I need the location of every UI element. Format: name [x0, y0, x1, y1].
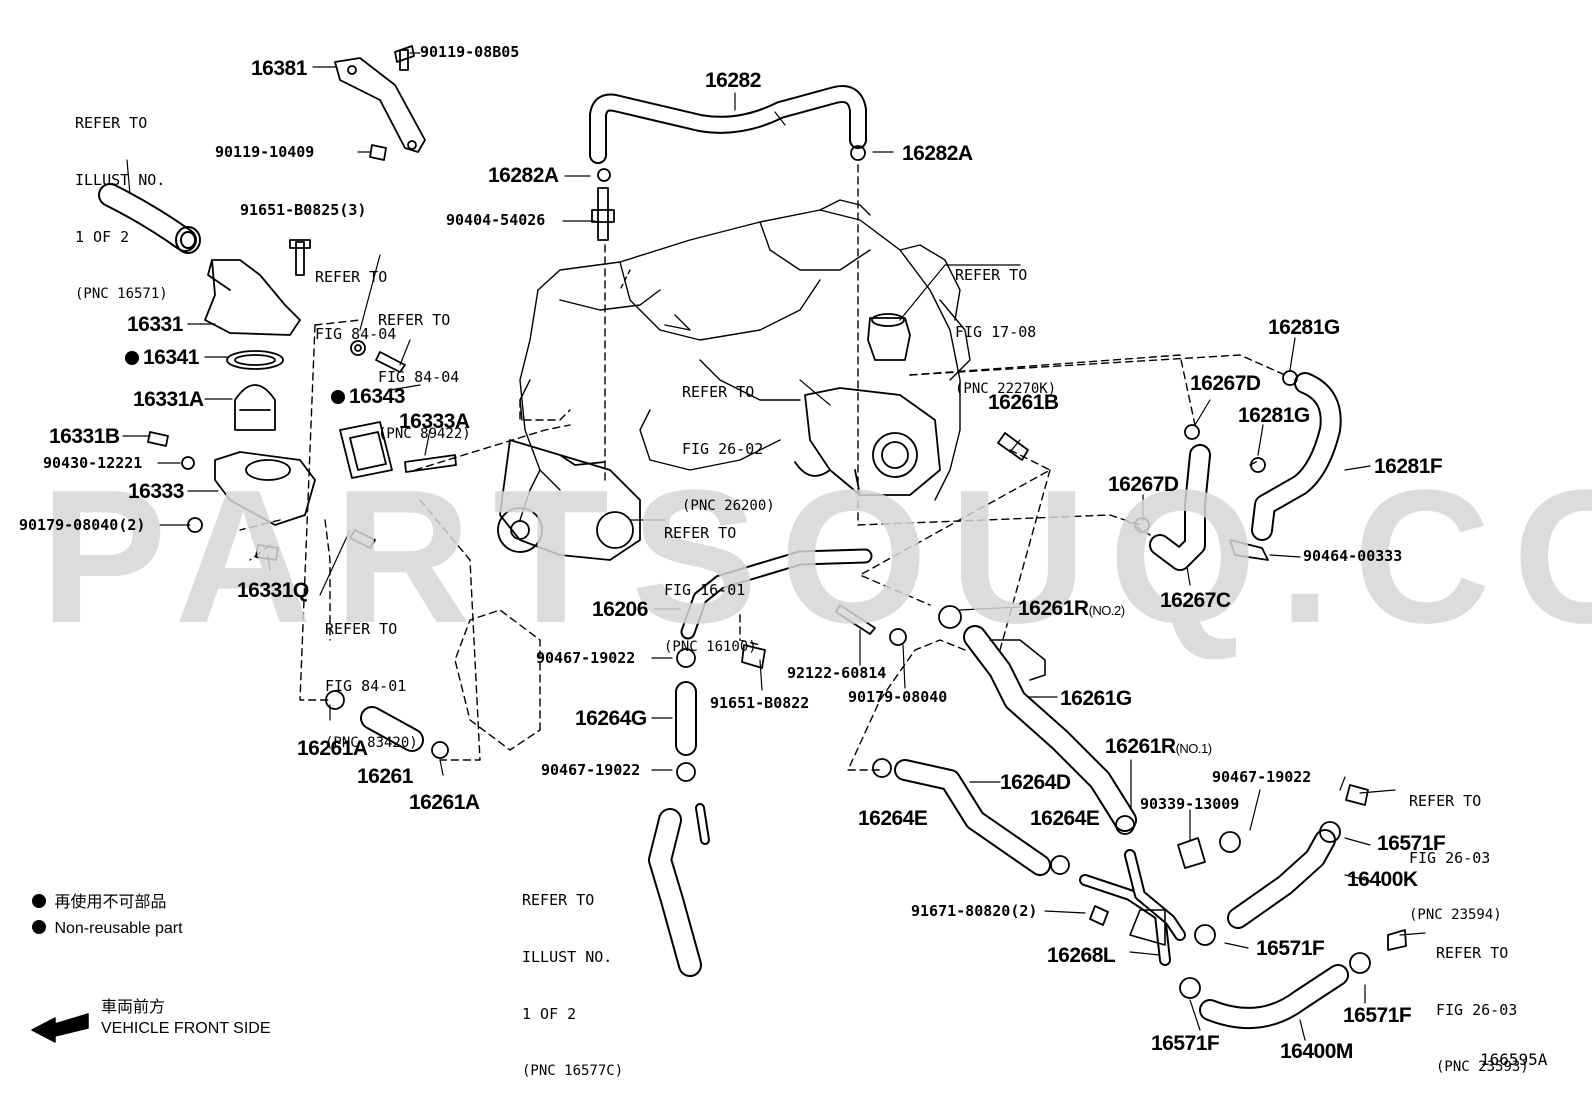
engine-outline	[519, 199, 971, 521]
dashed-leaders	[239, 164, 1286, 771]
part-label-16264e-left[interactable]: 16264E	[858, 807, 928, 830]
part-label-91651-b0822[interactable]: 91651-B0822	[710, 694, 810, 712]
refer-note-fig-26-03-b[interactable]: REFER TO FIG 26-03 (PNC 23593)	[1436, 944, 1529, 1075]
part-label-16268l[interactable]: 16268L	[1047, 944, 1116, 967]
part-label-16264d[interactable]: 16264D	[1000, 771, 1071, 794]
part-label-16343[interactable]: 16343	[331, 386, 405, 407]
part-label-16281g-top[interactable]: 16281G	[1268, 316, 1340, 339]
direction-label-en: VEHICLE FRONT SIDE	[101, 1020, 271, 1037]
part-label-90430-12221[interactable]: 90430-12221	[43, 454, 143, 472]
watermark-text: PARTSOUQ.COM	[40, 451, 1592, 663]
part-label-16281g-mid[interactable]: 16281G	[1238, 404, 1310, 427]
part-label-92122-60814[interactable]: 92122-60814	[787, 664, 887, 682]
part-label-16333a[interactable]: 16333A	[399, 410, 470, 433]
part-label-16331q[interactable]: 16331Q	[237, 579, 309, 602]
part-label-90119-10409[interactable]: 90119-10409	[215, 143, 315, 161]
part-label-16282a-right[interactable]: 16282A	[902, 142, 973, 165]
part-label-16400k[interactable]: 16400K	[1347, 868, 1418, 891]
figure-code: 166595A	[1480, 1050, 1548, 1069]
part-label-16571f-b[interactable]: 16571F	[1256, 937, 1325, 960]
part-label-90119-08b05[interactable]: 90119-08B05	[420, 43, 520, 61]
part-label-16267d-mid[interactable]: 16267D	[1108, 473, 1179, 496]
part-label-16261[interactable]: 16261	[357, 765, 413, 788]
part-label-90179-08040-2[interactable]: 90179-08040(2)	[19, 516, 146, 534]
non-reusable-dot-icon	[331, 390, 345, 404]
refer-note-fig-26-03-a[interactable]: REFER TO FIG 26-03 (PNC 23594)	[1409, 792, 1502, 923]
part-label-16331[interactable]: 16331	[127, 313, 183, 336]
part-label-16571f-a[interactable]: 16571F	[1377, 832, 1446, 855]
part-label-16261g[interactable]: 16261G	[1060, 687, 1132, 710]
refer-note-fig-84-04-b[interactable]: REFER TO FIG 84-04 (PNC 89422)	[378, 311, 471, 442]
part-label-16282a-left[interactable]: 16282A	[488, 164, 559, 187]
part-label-90467-19022-a[interactable]: 90467-19022	[536, 649, 636, 667]
part-label-16341[interactable]: 16341	[125, 347, 199, 368]
part-label-16267c[interactable]: 16267C	[1160, 589, 1231, 612]
refer-note-fig-84-04-a[interactable]: REFER TO FIG 84-04	[315, 268, 397, 343]
refer-note-fig-84-01[interactable]: REFER TO FIG 84-01 (PNC 83420)	[325, 620, 418, 751]
non-reusable-dot-icon	[32, 894, 46, 908]
part-label-16264g[interactable]: 16264G	[575, 707, 647, 730]
part-label-90467-19022-c[interactable]: 90467-19022	[1212, 768, 1312, 786]
legend-non-reusable-en: Non-reusable part	[32, 920, 183, 937]
part-label-16261a-right[interactable]: 16261A	[409, 791, 480, 814]
direction-label-jp: 車両前方	[101, 999, 166, 1016]
part-label-16571f-d[interactable]: 16571F	[1151, 1032, 1220, 1055]
part-label-16282[interactable]: 16282	[705, 69, 761, 92]
part-label-16261r-no1[interactable]: 16261R(NO.1)	[1105, 735, 1212, 758]
non-reusable-dot-icon	[32, 920, 46, 934]
refer-note-illust-1of2-top[interactable]: REFER TO ILLUST NO. 1 OF 2 (PNC 16571)	[75, 114, 168, 302]
part-label-90464-00333[interactable]: 90464-00333	[1303, 547, 1403, 565]
part-label-16333[interactable]: 16333	[128, 480, 184, 503]
part-label-16571f-c[interactable]: 16571F	[1343, 1004, 1412, 1027]
non-reusable-dot-icon	[125, 351, 139, 365]
part-label-90404-54026[interactable]: 90404-54026	[446, 211, 546, 229]
part-label-16281f[interactable]: 16281F	[1374, 455, 1443, 478]
part-label-16261a-left[interactable]: 16261A	[297, 737, 368, 760]
part-label-16331a[interactable]: 16331A	[133, 388, 204, 411]
legend-non-reusable-jp: 再使用不可部品	[32, 894, 166, 911]
part-label-16261r-no2[interactable]: 16261R(NO.2)	[1018, 597, 1125, 620]
part-label-16206[interactable]: 16206	[592, 598, 648, 621]
part-label-90339-13009[interactable]: 90339-13009	[1140, 795, 1240, 813]
refer-note-illust-1of2-bottom[interactable]: REFER TO ILLUST NO. 1 OF 2 (PNC 16577C)	[522, 891, 624, 1079]
small-parts	[147, 45, 1407, 999]
leader-lines	[122, 52, 1426, 1041]
part-label-16264e-right[interactable]: 16264E	[1030, 807, 1100, 830]
part-label-16331b[interactable]: 16331B	[49, 425, 120, 448]
part-label-90179-08040[interactable]: 90179-08040	[848, 688, 948, 706]
refer-note-fig-17-08[interactable]: REFER TO FIG 17-08 (PNC 22270K)	[955, 266, 1057, 397]
part-label-91651-b0825-3[interactable]: 91651-B0825(3)	[240, 201, 367, 219]
refer-note-fig-16-01[interactable]: REFER TO FIG 16-01 (PNC 16100)	[664, 524, 757, 655]
part-label-16261b[interactable]: 16261B	[988, 391, 1059, 414]
hoses	[98, 85, 1349, 1029]
part-label-91671-80820-2[interactable]: 91671-80820(2)	[911, 902, 1038, 920]
part-label-16381[interactable]: 16381	[251, 57, 307, 80]
refer-note-fig-26-02[interactable]: REFER TO FIG 26-02 (PNC 26200)	[682, 383, 775, 514]
part-label-16400m[interactable]: 16400M	[1280, 1040, 1353, 1063]
part-label-90467-19022-b[interactable]: 90467-19022	[541, 761, 641, 779]
part-label-16267d-top[interactable]: 16267D	[1190, 372, 1261, 395]
front-direction-arrow	[31, 1013, 89, 1043]
